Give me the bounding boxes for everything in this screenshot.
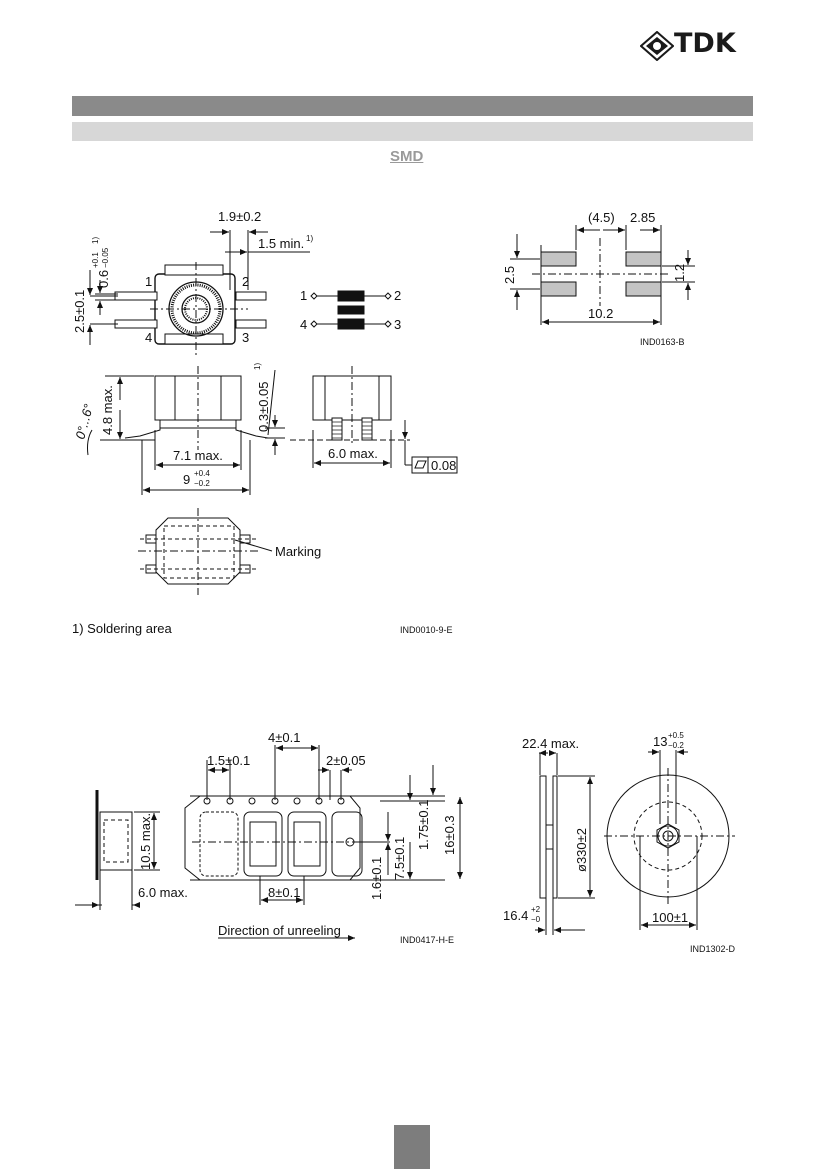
pin-2-label: 2 bbox=[242, 274, 249, 289]
schematic-pin-2: 2 bbox=[394, 288, 401, 303]
reel-hub-width: 16.4 +2 −0 bbox=[503, 905, 541, 924]
pin-3-label: 3 bbox=[242, 330, 249, 345]
svg-text:13: 13 bbox=[653, 734, 667, 749]
land-pattern bbox=[510, 225, 695, 325]
tape-hole-dia: 1.5±0.1 bbox=[207, 753, 250, 768]
svg-text:−0.05: −0.05 bbox=[101, 247, 110, 268]
svg-text:16.4: 16.4 bbox=[503, 908, 528, 923]
section-title: SMD bbox=[390, 148, 424, 165]
header-bar-dark bbox=[72, 96, 753, 116]
svg-text:−0.2: −0.2 bbox=[668, 741, 684, 750]
tape-hole-16: 1.6±0.1 bbox=[369, 857, 384, 900]
component-bottom-view bbox=[138, 508, 273, 595]
svg-text:0°...6°: 0°...6° bbox=[72, 402, 96, 440]
component-top-view bbox=[87, 229, 310, 356]
tape-center-75: 7.5±0.1 bbox=[392, 837, 407, 880]
drawing-code-3: IND0417-H-E bbox=[400, 935, 454, 945]
svg-text:2.5±0.1: 2.5±0.1 bbox=[72, 290, 87, 333]
svg-text:4.8 max.: 4.8 max. bbox=[100, 385, 115, 435]
tape-offset-2: 2±0.05 bbox=[326, 753, 366, 768]
marking-label: Marking bbox=[275, 544, 321, 559]
carrier-tape bbox=[184, 745, 463, 941]
tape-thickness: 6.0 max. bbox=[138, 885, 188, 900]
dim-height-25: 2.5±0.1 bbox=[72, 290, 87, 333]
schematic-pin-3: 3 bbox=[394, 317, 401, 332]
tape-pitch-4: 4±0.1 bbox=[268, 730, 300, 745]
tape-height: 10.5 max. bbox=[138, 813, 153, 870]
reel-front bbox=[604, 749, 735, 930]
tape-pocket-pitch: 8±0.1 bbox=[268, 885, 300, 900]
svg-text:16±0.3: 16±0.3 bbox=[442, 815, 457, 855]
svg-text:1): 1) bbox=[253, 363, 262, 370]
svg-text:1.6±0.1: 1.6±0.1 bbox=[369, 857, 384, 900]
dim-length-9: 9 +0.4 −0.2 bbox=[183, 469, 210, 488]
svg-text:0.3±0.05: 0.3±0.05 bbox=[256, 381, 271, 432]
svg-text:+0.4: +0.4 bbox=[194, 469, 210, 478]
svg-text:2.5: 2.5 bbox=[502, 266, 517, 284]
tdk-emblem-icon bbox=[640, 31, 674, 61]
schematic-pin-1: 1 bbox=[300, 288, 307, 303]
dim-pin-pitch: 1.9±0.2 bbox=[218, 209, 261, 224]
svg-text:0.6: 0.6 bbox=[96, 270, 111, 288]
pad-gap: 1.2 bbox=[672, 264, 687, 282]
dim-length-71: 7.1 max. bbox=[173, 448, 223, 463]
flatness-value: 0.08 bbox=[431, 458, 456, 473]
reel-hub-dim: 13 +0.5 −0.2 bbox=[653, 731, 684, 750]
drawing-code-4: IND1302-D bbox=[690, 944, 736, 954]
component-front-view bbox=[290, 366, 458, 474]
pad-height: 2.5 bbox=[502, 266, 517, 284]
reel-side bbox=[535, 750, 595, 935]
pad-width: 2.85 bbox=[630, 210, 655, 225]
brand-name: TDK bbox=[674, 28, 736, 59]
svg-text:7.5±0.1: 7.5±0.1 bbox=[392, 837, 407, 880]
tape-edge: 1.75±0.1 bbox=[416, 799, 431, 850]
drawing-code-2: IND0163-B bbox=[640, 337, 685, 347]
pad-spacing: (4.5) bbox=[588, 210, 615, 225]
unreel-direction: Direction of unreeling bbox=[218, 923, 341, 938]
tape-width: 16±0.3 bbox=[442, 815, 457, 855]
pin-4-label: 4 bbox=[145, 330, 152, 345]
dim-min-length: 1.5 min. bbox=[258, 236, 304, 251]
svg-text:−0.2: −0.2 bbox=[194, 479, 210, 488]
svg-text:10.5 max.: 10.5 max. bbox=[138, 813, 153, 870]
reel-diameter: ø330±2 bbox=[574, 828, 589, 872]
svg-text:+0.5: +0.5 bbox=[668, 731, 684, 740]
page-tab bbox=[394, 1125, 430, 1169]
svg-text:ø330±2: ø330±2 bbox=[574, 828, 589, 872]
component-side-view bbox=[87, 366, 285, 495]
dim-coplanarity: 0.3±0.05 1) bbox=[253, 363, 271, 432]
dim-height-max: 4.8 max. bbox=[100, 385, 115, 435]
footnote: 1) Soldering area bbox=[72, 621, 172, 636]
pad-total: 10.2 bbox=[588, 306, 613, 321]
svg-text:1): 1) bbox=[91, 237, 100, 244]
svg-text:9: 9 bbox=[183, 472, 190, 487]
drawing-code-1: IND0010-9-E bbox=[400, 625, 453, 635]
pin-1-label: 1 bbox=[145, 274, 152, 289]
svg-text:+0.1: +0.1 bbox=[91, 252, 100, 268]
tape-side-profile bbox=[75, 790, 160, 910]
reel-width: 22.4 max. bbox=[522, 736, 579, 751]
svg-text:1.2: 1.2 bbox=[672, 264, 687, 282]
svg-text:−0: −0 bbox=[531, 915, 541, 924]
footnote-mark: 1) bbox=[306, 234, 313, 243]
dim-pin-thickness: 0.6 +0.1 −0.05 1) bbox=[91, 237, 111, 288]
header-bar-light bbox=[72, 122, 753, 141]
dim-angle: 0°...6° bbox=[72, 402, 96, 440]
svg-text:+2: +2 bbox=[531, 905, 541, 914]
schematic-pin-4: 4 bbox=[300, 317, 307, 332]
dim-width-60: 6.0 max. bbox=[328, 446, 378, 461]
svg-text:1.75±0.1: 1.75±0.1 bbox=[416, 799, 431, 850]
tdk-logo: TDK bbox=[640, 28, 760, 64]
schematic-symbol bbox=[310, 290, 392, 330]
reel-cut-dim: 100±1 bbox=[652, 910, 688, 925]
